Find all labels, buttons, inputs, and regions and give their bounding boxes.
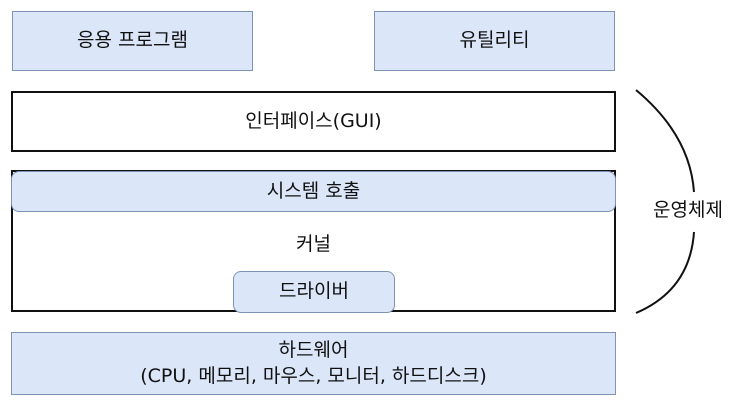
driver-box: 드라이버 <box>233 271 395 313</box>
driver-label: 드라이버 <box>279 280 349 303</box>
application-layer-label: 응용 프로그램 <box>77 29 188 52</box>
system-call-box: 시스템 호출 <box>11 171 616 212</box>
interface-layer-label: 인터페이스(GUI) <box>245 109 382 132</box>
hardware-detail: (CPU, 메모리, 마우스, 모니터, 하드디스크) <box>140 364 487 387</box>
hardware-layer-box: 하드웨어 (CPU, 메모리, 마우스, 모니터, 하드디스크) <box>11 332 616 395</box>
utility-layer-label: 유틸리티 <box>459 29 530 52</box>
system-call-label: 시스템 호출 <box>266 179 361 202</box>
operating-system-label: 운영체제 <box>653 199 723 221</box>
os-bracket-upper-arc <box>635 89 695 193</box>
kernel-label: 커널 <box>296 233 331 255</box>
hardware-title: 하드웨어 <box>278 338 349 361</box>
utility-layer-box: 유틸리티 <box>374 11 615 71</box>
interface-layer-box: 인터페이스(GUI) <box>11 91 616 152</box>
application-layer-box: 응용 프로그램 <box>12 11 253 71</box>
os-bracket-lower-arc <box>635 231 695 314</box>
